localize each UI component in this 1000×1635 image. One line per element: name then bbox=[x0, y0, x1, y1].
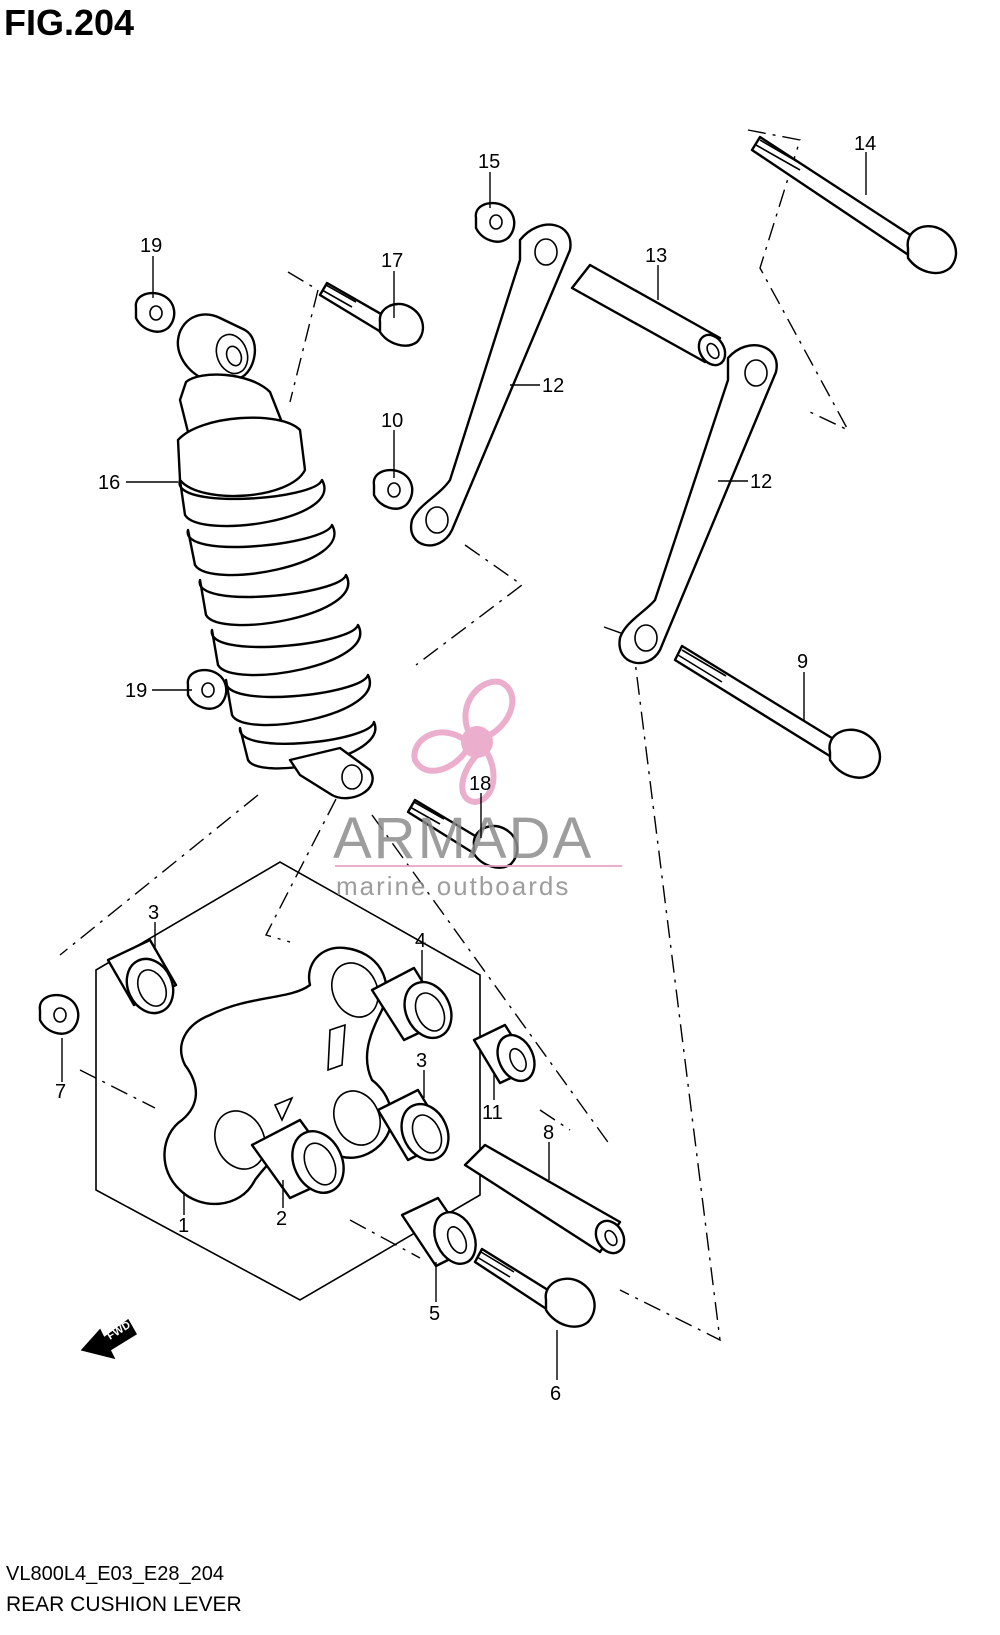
figure-name: REAR CUSHION LEVER bbox=[6, 1593, 242, 1616]
callout-19-top: 19 bbox=[140, 235, 162, 257]
nut-19a bbox=[134, 291, 176, 333]
callout-16: 16 bbox=[98, 472, 120, 494]
callout-3-left: 3 bbox=[148, 902, 159, 924]
watermark-tagline: marine outboards bbox=[336, 871, 570, 901]
cushion-lever bbox=[163, 946, 393, 1206]
rear-shock-absorber bbox=[176, 313, 377, 800]
bolt-6 bbox=[473, 1247, 596, 1328]
nut-15 bbox=[474, 201, 516, 243]
callout-2: 2 bbox=[276, 1208, 287, 1230]
propeller-logo-icon bbox=[411, 678, 516, 806]
callout-1: 1 bbox=[178, 1215, 189, 1237]
cushion-rod-12a bbox=[409, 223, 572, 547]
bolt-17 bbox=[318, 281, 425, 347]
armada-watermark: ARMADA marine outboards bbox=[333, 678, 622, 901]
callout-3-right: 3 bbox=[416, 1050, 427, 1072]
callout-8: 8 bbox=[543, 1122, 554, 1144]
callout-7: 7 bbox=[55, 1081, 66, 1103]
bolt-14 bbox=[750, 135, 958, 275]
leader-lines bbox=[61, 152, 867, 1380]
watermark-brand: ARMADA bbox=[333, 806, 593, 871]
callout-4: 4 bbox=[415, 930, 426, 952]
needle-bearing-4 bbox=[370, 966, 453, 1042]
needle-bearing-3a bbox=[106, 938, 178, 1015]
callout-15: 15 bbox=[478, 151, 500, 173]
callout-11: 11 bbox=[482, 1102, 503, 1124]
assembly-guide-lines bbox=[59, 129, 850, 1342]
nut-19b bbox=[186, 668, 228, 710]
callout-13: 13 bbox=[645, 245, 667, 267]
lever-assembly-outline bbox=[95, 861, 481, 1301]
sleeve-8 bbox=[463, 1143, 626, 1255]
callout-labels: 14 15 19 17 13 12 10 12 16 9 19 18 3 4 3… bbox=[55, 133, 876, 1405]
callout-19-mid: 19 bbox=[125, 680, 147, 702]
cushion-rod-12b bbox=[618, 344, 778, 665]
bolt-18 bbox=[406, 798, 519, 869]
callout-9: 9 bbox=[797, 651, 808, 673]
callout-6: 6 bbox=[550, 1383, 561, 1405]
forward-direction-arrow-icon: FWD bbox=[80, 1318, 138, 1360]
spacer-11 bbox=[472, 1023, 536, 1085]
sleeve-13 bbox=[570, 263, 727, 367]
callout-5: 5 bbox=[429, 1303, 440, 1325]
bolt-9 bbox=[673, 644, 882, 779]
nut-10 bbox=[372, 468, 414, 510]
callout-10: 10 bbox=[381, 410, 403, 432]
figure-title: FIG.204 bbox=[4, 2, 135, 43]
needle-bearing-2 bbox=[250, 1118, 345, 1200]
callout-12-lower: 12 bbox=[750, 471, 772, 493]
callout-18: 18 bbox=[469, 773, 491, 795]
callout-17: 17 bbox=[381, 250, 403, 272]
spacer-5 bbox=[400, 1196, 477, 1268]
callout-14: 14 bbox=[854, 133, 876, 155]
needle-bearing-3b bbox=[376, 1088, 450, 1162]
nut-7 bbox=[38, 993, 80, 1035]
callout-12-upper: 12 bbox=[542, 375, 564, 397]
figure-code: VL800L4_E03_E28_204 bbox=[6, 1563, 224, 1585]
